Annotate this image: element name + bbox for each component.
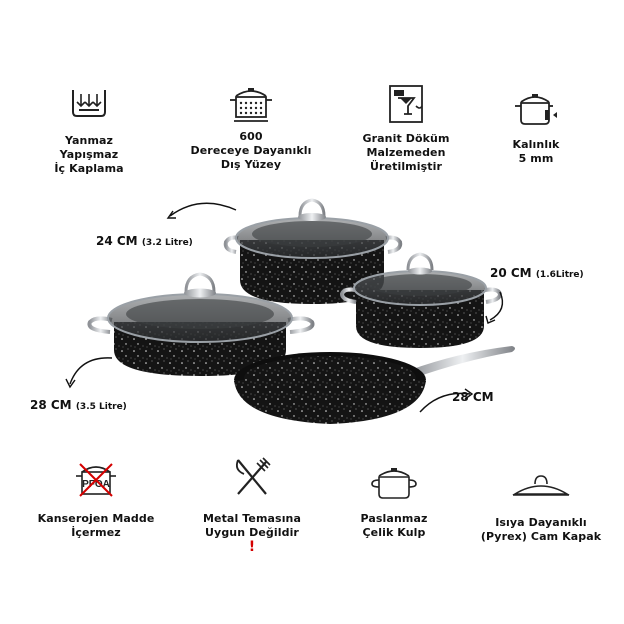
feature-glass-lid: Isıya Dayanıklı(Pyrex) Cam Kapak	[476, 470, 606, 544]
warning-mark: !	[248, 539, 256, 555]
size-arrows	[65, 202, 504, 413]
fork-knife-icon	[235, 457, 271, 495]
size-label-28cm-pan: 28 CM	[452, 390, 494, 404]
pot-28cm	[87, 272, 315, 376]
feature-no-metal-label: Metal Temasına Uygun Değildir !	[202, 512, 302, 555]
glass-lid-icon	[512, 475, 570, 496]
size-label-20cm: 20 CM (1.6Litre)	[490, 266, 584, 280]
size-label-24cm: 24 CM (3.2 Litre)	[96, 234, 193, 248]
heat-pot-icon	[230, 88, 272, 122]
pfoa-text: PFOA	[82, 479, 110, 490]
size-label-28cm-pot: 28 CM (3.5 Litre)	[30, 398, 127, 412]
pan-28cm	[234, 346, 515, 424]
thickness-pot-icon	[515, 94, 557, 125]
feature-no-metal: Metal Temasına Uygun Değildir !	[190, 456, 314, 555]
arrow-24cm	[169, 202, 237, 217]
no-pfoa-icon: PFOA	[76, 463, 116, 497]
arrow-28cm-pot	[69, 357, 113, 385]
nonstick-coating-icon	[72, 90, 106, 117]
pot-20cm	[339, 252, 503, 348]
steel-handle-pot-icon	[371, 468, 417, 499]
feature-glass-lid-label: Isıya Dayanıklı(Pyrex) Cam Kapak	[480, 516, 602, 543]
arrow-20cm	[489, 291, 504, 321]
arrow-28cm-pan	[419, 392, 471, 413]
granite-cast-icon	[389, 85, 423, 123]
cookware-set-image	[65, 198, 515, 424]
